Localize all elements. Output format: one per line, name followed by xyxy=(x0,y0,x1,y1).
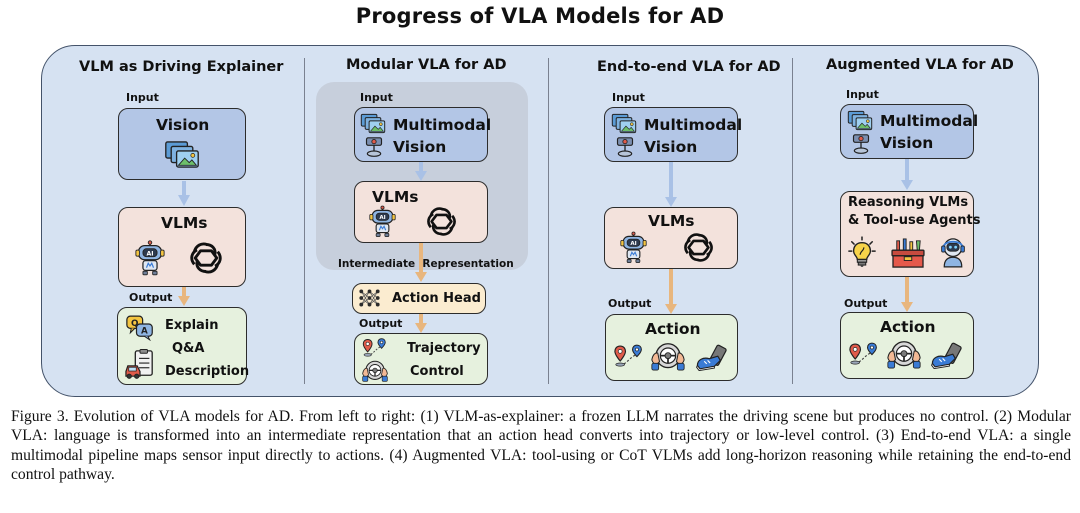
neural-network-icon xyxy=(358,288,381,308)
input-label: Input xyxy=(360,91,393,104)
lightbulb-icon xyxy=(848,236,876,268)
robot-icon xyxy=(369,205,396,238)
arrow-orange xyxy=(665,269,677,314)
openai-logo-icon xyxy=(425,205,458,238)
vision-label: Vision xyxy=(393,138,447,156)
vision-label: Vision xyxy=(644,138,698,156)
multimodal-label: Multimodal xyxy=(644,116,743,134)
arrow-orange xyxy=(415,243,427,282)
vision-label: Vision xyxy=(880,134,934,152)
figure-title: Progress of VLA Models for AD xyxy=(355,4,725,28)
figure-caption: Figure 3. Evolution of VLA models for AD… xyxy=(11,408,1071,484)
action-box-label: Action xyxy=(880,318,936,336)
vlms-box-label: VLMs xyxy=(161,214,208,232)
arrow-orange xyxy=(901,277,913,312)
route-pin-icon xyxy=(614,344,644,371)
sensor-icon xyxy=(615,136,635,158)
images-icon xyxy=(360,113,386,134)
route-pin-icon xyxy=(362,338,388,360)
column-title-end-to-end: End-to-end VLA for AD xyxy=(597,59,781,75)
images-icon xyxy=(164,140,200,169)
steering-wheel-icon xyxy=(651,341,685,372)
steering-wheel-icon xyxy=(887,339,921,370)
input-label: Input xyxy=(846,88,879,101)
arrow-orange xyxy=(415,314,427,333)
input-label: Input xyxy=(612,91,645,104)
toolbox-icon xyxy=(891,238,925,268)
output-label: Output xyxy=(129,291,173,304)
robot-icon xyxy=(135,240,165,276)
output-item-trajectory: Trajectory xyxy=(407,341,481,356)
clipboard-car-icon xyxy=(124,349,156,379)
openai-logo-icon xyxy=(682,231,715,264)
column-title-explainer: VLM as Driving Explainer xyxy=(79,59,284,75)
input-label: Input xyxy=(126,91,159,104)
route-pin-icon xyxy=(849,342,879,369)
sensor-icon xyxy=(364,136,384,158)
openai-logo-icon xyxy=(188,240,224,276)
robot-icon xyxy=(620,231,647,264)
vlms-box-label: VLMs xyxy=(372,188,419,206)
qa-bubble-icon xyxy=(126,314,154,341)
pedal-icon xyxy=(929,341,963,369)
output-item-explain: Explain xyxy=(165,318,219,333)
column-title-augmented: Augmented VLA for AD xyxy=(826,57,1014,73)
column-divider-3 xyxy=(792,58,793,384)
output-label: Output xyxy=(608,297,652,310)
action-box-label: Action xyxy=(645,320,701,338)
output-item-description: Description xyxy=(165,364,250,379)
intermediate-representation-label: Intermediate Representation xyxy=(338,258,514,270)
output-label: Output xyxy=(844,297,888,310)
pedal-icon xyxy=(694,343,728,371)
column-title-modular: Modular VLA for AD xyxy=(346,57,507,73)
arrow-orange xyxy=(178,287,190,306)
arrow-blue xyxy=(178,181,190,206)
images-icon xyxy=(611,113,637,134)
action-head-label: Action Head xyxy=(392,291,481,306)
output-item-control: Control xyxy=(410,364,464,379)
arrow-blue xyxy=(901,159,913,190)
arrow-blue xyxy=(665,162,677,207)
arrow-blue xyxy=(415,162,427,181)
tool-use-agents-label: & Tool-use Agents xyxy=(848,213,981,228)
reasoning-vlms-label: Reasoning VLMs xyxy=(848,195,969,210)
vision-box-label: Vision xyxy=(156,116,210,134)
output-label: Output xyxy=(359,317,403,330)
vlms-model-box xyxy=(118,207,246,287)
sensor-icon xyxy=(851,133,871,155)
images-icon xyxy=(847,110,873,131)
agent-icon xyxy=(939,236,967,268)
steering-wheel-icon xyxy=(362,359,388,383)
column-divider-2 xyxy=(548,58,549,384)
output-item-qa: Q&A xyxy=(172,341,205,356)
column-divider-1 xyxy=(304,58,305,384)
multimodal-label: Multimodal xyxy=(393,116,492,134)
multimodal-label: Multimodal xyxy=(880,112,979,130)
vlms-box-label: VLMs xyxy=(648,212,695,230)
